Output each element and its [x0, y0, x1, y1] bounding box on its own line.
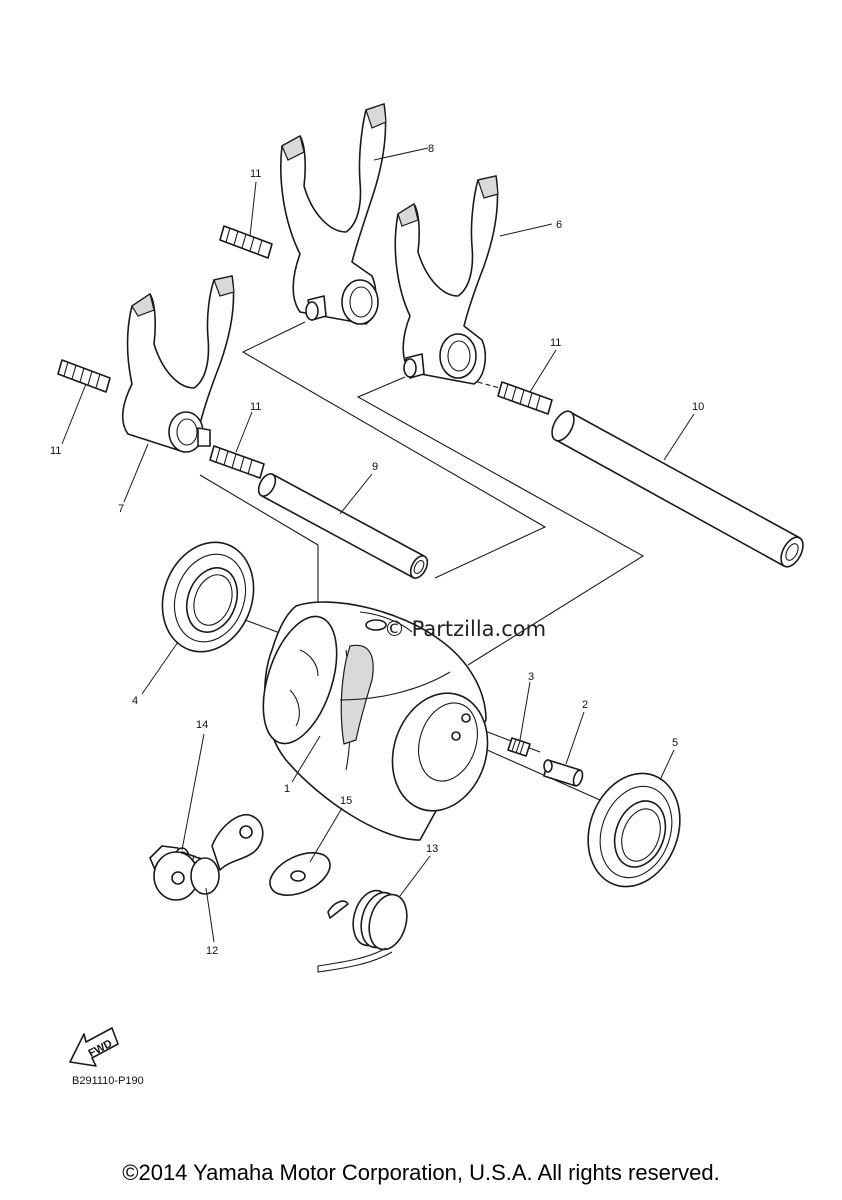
bearing-4[interactable] — [148, 529, 269, 664]
callout-labels: 8 6 11 11 11 11 10 9 7 4 1 3 2 5 14 15 1… — [50, 143, 704, 957]
callout-4: 4 — [132, 695, 138, 707]
callout-2: 2 — [582, 699, 588, 711]
callout-11-mid: 11 — [250, 401, 261, 413]
shift-fork-8[interactable] — [280, 103, 387, 325]
torsion-spring-13[interactable] — [317, 886, 413, 973]
spring-3[interactable] — [507, 737, 531, 757]
pin-2[interactable] — [543, 759, 584, 787]
callout-13: 13 — [426, 843, 438, 855]
screw-11-mid[interactable] — [209, 445, 265, 479]
callout-3: 3 — [528, 671, 534, 683]
callout-6: 6 — [556, 219, 562, 231]
fwd-arrow-icon: FWD — [69, 1027, 119, 1067]
callout-11-right: 11 — [550, 337, 561, 349]
callout-12: 12 — [206, 945, 218, 957]
callout-14: 14 — [196, 719, 208, 731]
callout-9: 9 — [372, 461, 378, 473]
shift-fork-shaft-10[interactable] — [548, 408, 808, 571]
screw-11-left[interactable] — [57, 359, 111, 393]
shift-drum-1[interactable] — [249, 601, 502, 841]
screw-11-right[interactable] — [497, 381, 553, 415]
callout-11-left: 11 — [50, 445, 61, 457]
watermark: © Partzilla.com — [384, 617, 546, 641]
assembly-lines — [199, 321, 645, 801]
washer-15[interactable] — [263, 844, 336, 904]
callout-1: 1 — [284, 783, 290, 795]
screw-11-top[interactable] — [219, 225, 273, 259]
leader-lines — [61, 147, 695, 943]
shift-fork-shaft-9[interactable] — [255, 471, 431, 581]
bearing-5[interactable] — [573, 760, 695, 899]
callout-7: 7 — [118, 503, 124, 515]
callout-15: 15 — [340, 795, 352, 807]
callout-8: 8 — [428, 143, 434, 155]
shift-fork-7[interactable] — [121, 275, 235, 453]
shift-fork-6[interactable] — [394, 175, 499, 385]
copyright-footer: ©2014 Yamaha Motor Corporation, U.S.A. A… — [122, 1160, 720, 1185]
callout-11-top: 11 — [250, 168, 261, 180]
callout-5: 5 — [672, 737, 678, 749]
stopper-lever-12[interactable] — [153, 813, 264, 901]
callout-10: 10 — [692, 401, 704, 413]
diagram-code: B291110-P190 — [72, 1075, 144, 1087]
